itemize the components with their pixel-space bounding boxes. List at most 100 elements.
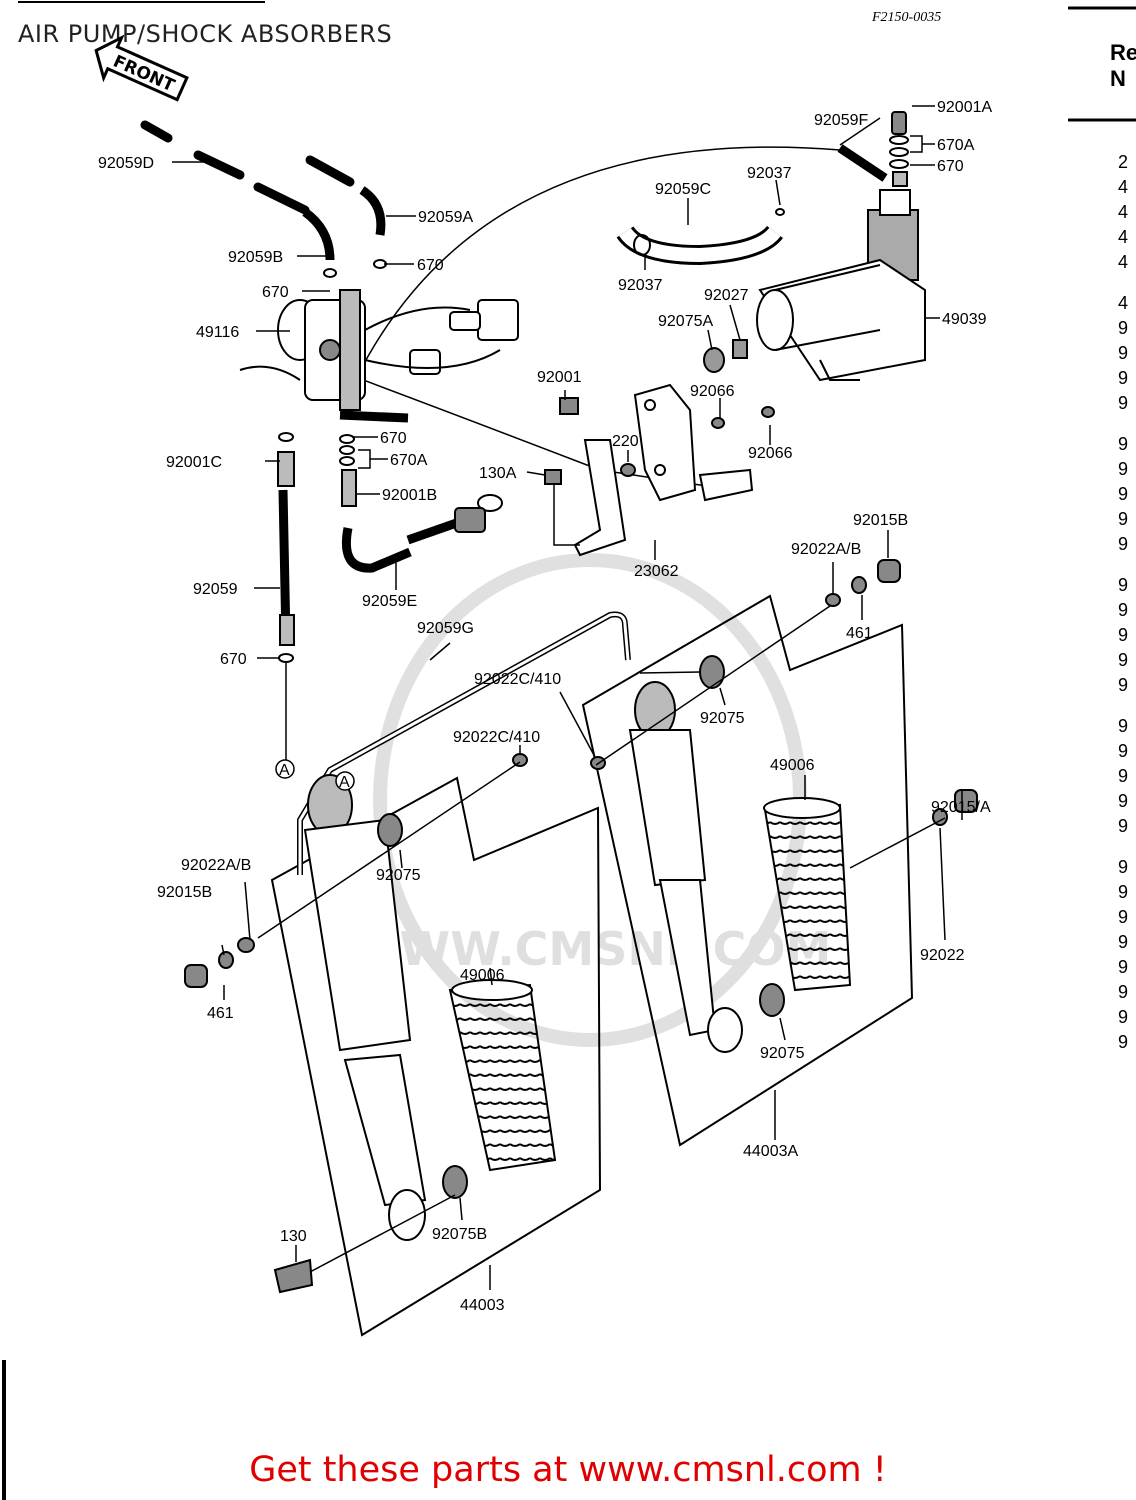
ref-number-entry: 9 — [1118, 318, 1129, 338]
label-92059E: 92059E — [362, 593, 417, 610]
label-92059B: 92059B — [228, 249, 283, 266]
leader-lines — [172, 105, 963, 1290]
ref-number-entry: 9 — [1118, 534, 1129, 554]
ref-number-entry: 9 — [1118, 650, 1129, 670]
label-92059: 92059 — [193, 581, 238, 598]
footer-link-text[interactable]: Get these parts at www.cmsnl.com ! — [249, 1450, 887, 1490]
ref-number-entry: 9 — [1118, 509, 1129, 529]
ref-number-entry: 9 — [1118, 600, 1129, 620]
label-92037-b: 92037 — [618, 277, 663, 294]
label-92066-a: 92066 — [690, 383, 735, 400]
label-670A-a: 670A — [390, 452, 428, 469]
label-44003A: 44003A — [743, 1143, 798, 1160]
label-92015A: 92015/A — [931, 799, 991, 816]
part-labels: 92059D 92059A 92059B 670 670 49116 670 6… — [98, 99, 992, 1314]
label-92001: 92001 — [537, 369, 582, 386]
label-92059G: 92059G — [417, 620, 474, 637]
ref-header-line2: N — [1110, 66, 1126, 91]
right-shock-panel — [581, 594, 914, 1147]
left-shock-panel — [270, 776, 602, 1337]
label-49116: 49116 — [196, 324, 239, 341]
label-92037-a: 92037 — [747, 165, 792, 182]
ref-number-entry: 9 — [1118, 575, 1129, 595]
label-670-e: 670 — [937, 158, 964, 175]
label-92059C: 92059C — [655, 181, 711, 198]
label-461-a: 461 — [846, 625, 873, 642]
label-92027: 92027 — [704, 287, 749, 304]
label-130: 130 — [280, 1228, 307, 1245]
compressor-49039 — [756, 189, 926, 382]
page-title: AIR PUMP/SHOCK ABSORBERS — [18, 20, 393, 48]
label-49006-b: 49006 — [460, 967, 505, 984]
label-130A: 130A — [479, 465, 517, 482]
right-shock-absorber — [590, 559, 978, 1053]
label-92001C: 92001C — [166, 454, 222, 471]
fittings — [277, 111, 909, 663]
label-92022AB-b: 92022A/B — [181, 857, 251, 874]
label-92059A: 92059A — [418, 209, 473, 226]
ref-number-entry: 9 — [1118, 932, 1129, 952]
label-92075A: 92075A — [658, 313, 713, 330]
label-92022AB-a: 92022A/B — [791, 541, 861, 558]
front-arrow: FRONT — [94, 34, 189, 102]
right-boot-49006 — [763, 797, 852, 992]
ref-number-entry: 9 — [1118, 741, 1129, 761]
valve-assembly-49116 — [239, 289, 519, 411]
label-44003: 44003 — [460, 1297, 505, 1314]
shock-panels — [270, 594, 914, 1337]
ref-number-entry: 9 — [1118, 816, 1129, 836]
bracket-23062 — [573, 383, 754, 557]
label-92015B-a: 92015B — [853, 512, 908, 529]
label-92001A: 92001A — [937, 99, 992, 116]
ref-number-entry: 9 — [1118, 857, 1129, 877]
label-92075-a: 92075 — [700, 710, 745, 727]
label-92059F: 92059F — [814, 112, 868, 129]
label-92001B: 92001B — [382, 487, 437, 504]
label-92075-c: 92075 — [760, 1045, 805, 1062]
ref-number-entry: 9 — [1118, 907, 1129, 927]
label-23062: 23062 — [634, 563, 679, 580]
label-670A-b: 670A — [937, 137, 975, 154]
label-92066-b: 92066 — [748, 445, 793, 462]
ref-number-entry: 9 — [1118, 368, 1129, 388]
label-92022C410-b: 92022C/410 — [453, 729, 540, 746]
reference-circles — [275, 759, 355, 791]
label-49006-a: 49006 — [770, 757, 815, 774]
ref-number-entry: 9 — [1118, 957, 1129, 977]
label-461-b: 461 — [207, 1005, 234, 1022]
label-92022: 92022 — [920, 947, 965, 964]
ref-number-entry: 9 — [1118, 675, 1129, 695]
ref-number-entry: 4 — [1118, 177, 1129, 197]
ref-number-entry: 4 — [1118, 293, 1129, 313]
left-boot-49006 — [448, 979, 557, 1172]
ref-number-entry: 2 — [1118, 152, 1129, 172]
label-92015B-b: 92015B — [157, 884, 212, 901]
ref-column-header: Re N — [1110, 40, 1136, 92]
label-92075-b: 92075 — [376, 867, 421, 884]
ref-number-entry: 4 — [1118, 202, 1129, 222]
label-670-b: 670 — [262, 284, 289, 301]
label-A-b: A — [339, 774, 350, 791]
diagram-code: F2150-0035 — [872, 10, 942, 25]
ref-number-entry: 9 — [1118, 343, 1129, 363]
left-shock-absorber — [184, 753, 528, 1294]
label-92059D: 92059D — [98, 155, 154, 172]
label-670-d: 670 — [220, 651, 247, 668]
label-92022C410-a: 92022C/410 — [474, 671, 561, 688]
label-670-c: 670 — [380, 430, 407, 447]
ref-number-entry: 9 — [1118, 393, 1129, 413]
ref-number-entry: 9 — [1118, 716, 1129, 736]
label-A-a: A — [279, 762, 290, 779]
ref-number-entry: 9 — [1118, 982, 1129, 1002]
ref-number-entry: 4 — [1118, 227, 1129, 247]
label-670-a: 670 — [417, 257, 444, 274]
ref-number-entry: 9 — [1118, 882, 1129, 902]
ref-number-entry: 9 — [1118, 434, 1129, 454]
ref-number-entry: 9 — [1118, 1032, 1129, 1052]
ref-number-entry: 9 — [1118, 791, 1129, 811]
ref-number-entry: 9 — [1118, 459, 1129, 479]
ref-number-entry: 9 — [1118, 1007, 1129, 1027]
